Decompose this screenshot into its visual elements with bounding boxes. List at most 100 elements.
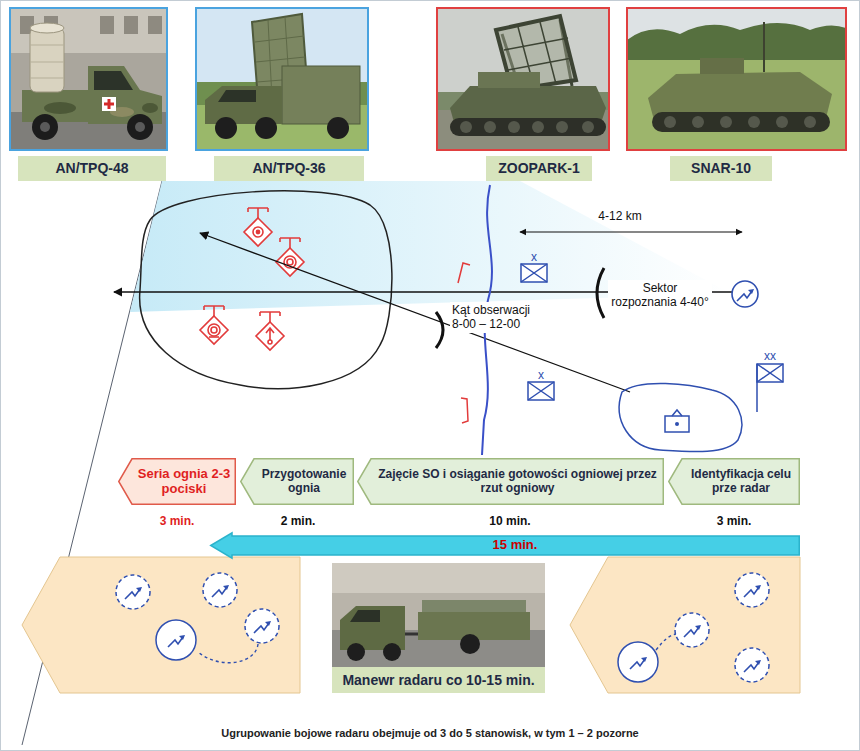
radar-glyph	[744, 660, 761, 672]
process-step: Identyfikacja celu prze radar	[668, 458, 800, 505]
radar-trailer-photo	[332, 563, 545, 667]
photo-frame	[627, 8, 846, 150]
sector-label: Sektor rozpoznania 4-40°	[608, 280, 712, 311]
radar-vehicle-photo	[664, 116, 676, 128]
artillery-symbol	[200, 316, 228, 344]
artillery-symbol	[260, 312, 280, 322]
radar-vehicle-photo	[40, 122, 50, 132]
artillery-symbol	[211, 327, 217, 333]
radar-vehicle-photo	[30, 28, 64, 92]
artillery-symbol	[268, 340, 272, 344]
maneuver-path	[656, 634, 676, 650]
radar-position-circle	[675, 613, 709, 647]
infantry-unit-symbol	[521, 264, 547, 282]
radar-vehicle-photo	[478, 72, 540, 88]
infantry-unit-symbol	[528, 382, 554, 400]
radar-vehicle-photo	[460, 121, 472, 133]
process-step: Zajęcie SO i osiąganie gotowości ogniowe…	[357, 458, 664, 505]
radar-position	[619, 383, 742, 451]
radar-vehicle-photo	[450, 118, 606, 136]
duration-arrow-outline	[211, 533, 800, 559]
time-label: 10 min.	[489, 514, 530, 528]
infantry-unit-symbol	[521, 264, 783, 412]
radar-vehicle-photo	[282, 66, 360, 124]
sector-bracket	[597, 268, 604, 318]
node-text: Seria ognia 2-3 pociski	[137, 467, 231, 497]
radar-vehicle-photo	[100, 16, 114, 34]
process-step: Seria ognia 2-3 pociski	[118, 458, 236, 505]
artillery-symbol	[204, 306, 224, 316]
radar-position-circle	[735, 573, 769, 607]
radar-vehicle-photo	[627, 23, 846, 62]
process-step-outline	[358, 459, 664, 505]
radar-vehicle-photo	[627, 8, 846, 150]
radar-glyph	[254, 621, 271, 633]
artillery-symbol	[200, 306, 228, 344]
radar-vehicle-photo	[215, 117, 237, 139]
distance-line	[520, 231, 742, 232]
radar-vehicle-photo	[10, 8, 167, 150]
angle-bracket	[436, 312, 443, 348]
radar-trailer-photo	[383, 643, 401, 661]
photo-frame	[437, 8, 609, 150]
radar-vehicle-photo	[10, 8, 167, 150]
radar-vehicle-photo	[804, 116, 816, 128]
radar-vehicle-photo	[327, 117, 349, 139]
radar-position-circle	[735, 648, 769, 682]
artillery-symbol	[200, 208, 304, 350]
node-text: ZOOPARK-1	[498, 160, 579, 176]
photo-frame	[10, 8, 167, 150]
radar-vehicle-photo	[218, 90, 256, 102]
radar-vehicle-photo	[556, 121, 568, 133]
radar-glyph	[630, 657, 647, 669]
infantry-unit-symbol	[528, 382, 554, 400]
radar-vehicle-photo	[692, 116, 704, 128]
radar-symbol	[737, 289, 754, 301]
radar-vehicle-photo	[124, 16, 138, 34]
node-text: AN/TPQ-48	[55, 160, 128, 176]
artillery-symbol	[209, 336, 219, 338]
artillery-symbol	[287, 259, 293, 265]
node-text: SNAR-10	[691, 160, 751, 176]
artillery-symbol	[256, 230, 259, 233]
position-panel	[570, 557, 800, 693]
distance-label: 4-12 km	[598, 209, 641, 223]
radar-vehicle-photo	[582, 121, 594, 133]
node-text: Przygotowanie ognia	[259, 468, 349, 496]
radar-vehicle-photo	[720, 116, 732, 128]
radar-vehicle-photo	[20, 16, 162, 34]
radar-vehicle-photo	[94, 71, 133, 90]
radar-trailer-photo	[340, 606, 405, 650]
radar-vehicle-photo	[142, 103, 158, 113]
time-label: 3 min.	[717, 514, 752, 528]
artillery-symbol	[256, 322, 284, 350]
radar-position	[672, 410, 682, 416]
radar-glyph	[125, 587, 142, 599]
artillery-symbol	[266, 328, 274, 344]
position-panel	[22, 557, 300, 693]
radar-position	[619, 383, 742, 451]
radar-position	[665, 416, 689, 432]
artillery-symbol	[244, 218, 272, 246]
note: Ugrupowanie bojowe radaru obejmuje od 3 …	[221, 727, 638, 740]
radar-trailer-photo	[350, 610, 380, 622]
process-step-outline	[669, 459, 800, 505]
observation-arrow	[200, 233, 630, 392]
echelon-mark: xx	[764, 349, 776, 363]
radar-vehicle-photo	[255, 117, 277, 139]
maneuver-label: Manewr radaru co 10-15 min.	[332, 667, 545, 693]
radar-vehicle-photo	[484, 121, 496, 133]
radar-vehicle-photo	[776, 116, 788, 128]
radar-trailer-photo	[347, 643, 365, 661]
radar-position-circle	[618, 642, 658, 682]
radar-vehicle-photo	[135, 122, 145, 132]
duration-arrow: 15 min.	[210, 532, 800, 559]
node-text: 15 min.	[493, 538, 538, 553]
radar-position	[675, 422, 679, 426]
radar-glyph	[212, 585, 229, 597]
radar-glyph	[684, 625, 701, 637]
radar-vehicle-photo	[748, 116, 760, 128]
radar-vehicle-photo	[196, 8, 368, 150]
radar-trailer-photo	[422, 600, 526, 612]
